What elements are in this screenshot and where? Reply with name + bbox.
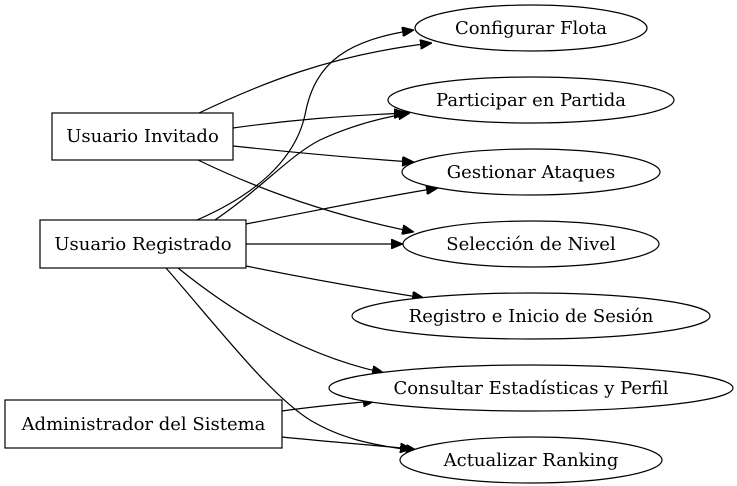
usecase-label-registro: Registro e Inicio de Sesión bbox=[409, 306, 654, 327]
usecase-gestionar-ataques: Gestionar Ataques bbox=[401, 148, 661, 196]
usecase-seleccion-nivel: Selección de Nivel bbox=[402, 220, 660, 268]
actor-label-registrado: Usuario Registrado bbox=[54, 234, 231, 255]
edge-registrado-partida bbox=[211, 113, 410, 223]
usecase-label-nivel: Selección de Nivel bbox=[446, 234, 616, 255]
usecase-consultar-estadisticas: Consultar Estadísticas y Perfil bbox=[328, 364, 734, 412]
actor-usuario-registrado: Usuario Registrado bbox=[39, 219, 247, 269]
actor-usuario-invitado: Usuario Invitado bbox=[51, 112, 234, 161]
edge-admin-ranking bbox=[281, 436, 412, 449]
usecase-participar-partida: Participar en Partida bbox=[387, 76, 675, 124]
edge-registrado-estadisticas bbox=[177, 267, 384, 373]
edge-registrado-flota bbox=[196, 30, 414, 221]
usecase-configurar-flota: Configurar Flota bbox=[414, 4, 648, 52]
edge-invitado-partida bbox=[232, 113, 406, 129]
usecase-label-ranking: Actualizar Ranking bbox=[443, 450, 619, 471]
edge-invitado-ataques bbox=[232, 145, 414, 162]
edges bbox=[165, 30, 438, 451]
usecase-label-estadisticas: Consultar Estadísticas y Perfil bbox=[394, 378, 669, 399]
edge-invitado-nivel bbox=[197, 159, 414, 232]
actor-label-admin: Administrador del Sistema bbox=[21, 414, 266, 435]
edge-registrado-ranking bbox=[165, 267, 418, 451]
actor-label-invitado: Usuario Invitado bbox=[66, 126, 219, 147]
usecase-registro-inicio-sesion: Registro e Inicio de Sesión bbox=[351, 292, 711, 340]
usecase-actualizar-ranking: Actualizar Ranking bbox=[399, 436, 663, 484]
usecase-label-ataques: Gestionar Ataques bbox=[447, 162, 615, 183]
usecase-label-flota: Configurar Flota bbox=[455, 18, 607, 39]
edge-admin-estadisticas bbox=[281, 401, 375, 412]
edge-invitado-flota bbox=[198, 43, 432, 114]
edge-registrado-registro bbox=[245, 265, 424, 298]
edge-registrado-ataques bbox=[245, 188, 438, 225]
actor-administrador: Administrador del Sistema bbox=[4, 399, 283, 449]
usecase-label-partida: Participar en Partida bbox=[436, 90, 626, 111]
